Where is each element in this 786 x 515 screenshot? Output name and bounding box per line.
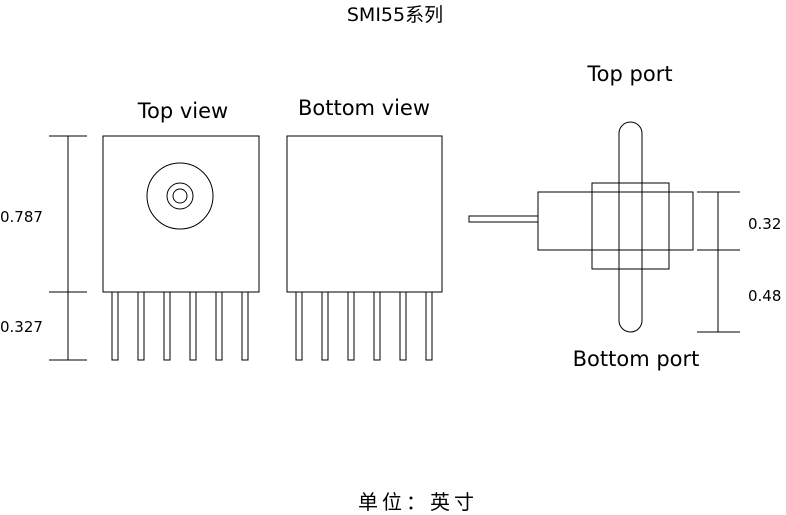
pin bbox=[163, 291, 171, 361]
top-view-body bbox=[102, 135, 260, 293]
top-port-outer-ring bbox=[146, 162, 214, 230]
top-port-dimension: 0.32 bbox=[748, 215, 781, 233]
pin bbox=[295, 291, 303, 361]
port-collar bbox=[591, 182, 670, 270]
top-port-hole bbox=[172, 188, 188, 204]
pin bbox=[215, 291, 223, 361]
pin bbox=[321, 291, 329, 361]
pin bbox=[373, 291, 381, 361]
top-port-label: Top port bbox=[586, 62, 672, 86]
height-dimension bbox=[49, 135, 87, 361]
top-view-pins bbox=[111, 291, 249, 361]
bottom-view-pins bbox=[295, 291, 433, 361]
top-view-label: Top view bbox=[137, 99, 228, 123]
bottom-view bbox=[286, 135, 443, 361]
pin bbox=[347, 291, 355, 361]
bottom-view-label: Bottom view bbox=[298, 96, 430, 120]
port-tube bbox=[618, 121, 643, 333]
pin bbox=[425, 291, 433, 361]
pin bbox=[137, 291, 145, 361]
port-dimension bbox=[697, 191, 740, 333]
pin bbox=[241, 291, 249, 361]
top-view bbox=[102, 135, 260, 361]
side-body bbox=[537, 191, 694, 251]
bottom-port-dimension: 0.48 bbox=[748, 287, 781, 305]
bottom-view-body bbox=[286, 135, 443, 293]
pin bbox=[399, 291, 407, 361]
body-height-dimension: 0.787 bbox=[0, 208, 43, 226]
drawing-title: SMI55系列 bbox=[347, 4, 443, 26]
pin bbox=[111, 291, 119, 361]
side-lead bbox=[468, 215, 539, 223]
bottom-port-label: Bottom port bbox=[573, 347, 700, 371]
units-note: 单位：英寸 bbox=[358, 490, 478, 514]
pin-length-dimension: 0.327 bbox=[0, 318, 43, 336]
side-view bbox=[468, 121, 694, 333]
pin bbox=[189, 291, 197, 361]
top-port-mid-ring bbox=[166, 182, 194, 210]
